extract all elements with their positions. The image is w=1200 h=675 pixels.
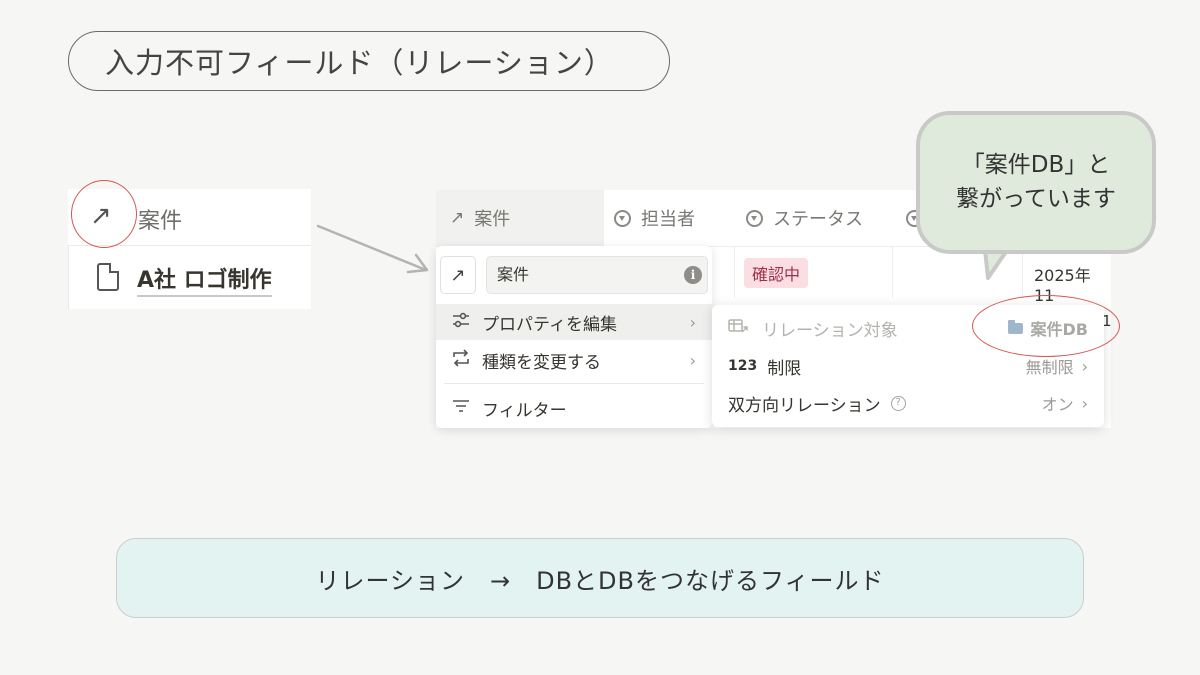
relation-property-snippet: ↗ 案件 A社 ロゴ制作 <box>68 189 311 309</box>
page-link[interactable]: A社 ロゴ制作 <box>137 262 272 297</box>
menu-divider <box>444 383 704 384</box>
chevron-right-icon: › <box>1081 393 1088 413</box>
summary-box: リレーション → DBとDBをつなげるフィールド <box>116 538 1084 618</box>
relation-target-label: リレーション対象 <box>762 320 898 341</box>
highlight-ellipse <box>972 295 1120 357</box>
bidirectional-row[interactable]: 双方向リレーション ? オン › <box>712 385 1104 421</box>
page-icon <box>97 263 119 291</box>
connector-arrow <box>316 224 429 274</box>
menu-item-label: プロパティを編集 <box>482 314 617 335</box>
property-label: 案件 <box>138 209 183 234</box>
cell-divider <box>1022 246 1023 298</box>
column-header-status[interactable]: ステータス <box>734 190 904 246</box>
status-badge[interactable]: 確認中 <box>744 258 809 288</box>
swap-icon <box>448 348 474 372</box>
property-name-input[interactable]: 案件 <box>486 256 708 294</box>
menu-item-change-type[interactable]: 種類を変更する › <box>436 342 712 378</box>
bidirectional-value-text: オン <box>1041 395 1074 414</box>
page-cell[interactable]: A社 ロゴ制作 <box>68 246 311 309</box>
menu-item-edit-property[interactable]: プロパティを編集 › <box>436 304 712 340</box>
column-header-tanto[interactable]: 担当者 <box>604 190 734 246</box>
status-icon <box>746 209 763 227</box>
help-icon[interactable]: ? <box>890 395 906 411</box>
bubble-line-2: 繋がっています <box>956 185 1116 212</box>
filter-icon <box>448 398 474 418</box>
page-title-text: 入力不可フィールド（リレーション） <box>105 46 614 80</box>
sliders-icon <box>448 312 474 333</box>
header-divider <box>436 246 1111 247</box>
menu-item-label: 種類を変更する <box>482 352 601 373</box>
column-header-label: 担当者 <box>641 209 695 230</box>
person-select-icon <box>614 209 631 227</box>
bidirectional-label: 双方向リレーション <box>728 395 881 416</box>
cell-divider <box>892 246 893 298</box>
speech-bubble: 「案件DB」と 繋がっています <box>916 111 1156 254</box>
highlight-circle <box>71 180 137 248</box>
column-header-label: 案件 <box>474 209 511 230</box>
menu-item-filter[interactable]: フィルター <box>436 390 712 426</box>
limit-label: 制限 <box>767 358 802 379</box>
summary-text: リレーション → DBとDBをつなげるフィールド <box>315 566 885 595</box>
cell-divider <box>734 246 735 298</box>
column-header-anken[interactable]: ↗ 案件 <box>436 190 604 246</box>
limit-value: 無制限 › <box>1026 354 1088 378</box>
chevron-right-icon: › <box>689 350 696 370</box>
bidirectional-value: オン › <box>1042 391 1088 415</box>
column-header-label: ステータス <box>773 209 863 230</box>
property-type-button[interactable]: ↗ <box>440 256 476 294</box>
chevron-right-icon: › <box>689 312 696 332</box>
relation-db-icon <box>728 318 752 338</box>
info-icon[interactable]: i <box>684 266 702 284</box>
page-title: 入力不可フィールド（リレーション） <box>68 31 670 91</box>
chevron-right-icon: › <box>1081 356 1088 376</box>
bubble-line-1: 「案件DB」と <box>961 152 1111 179</box>
limit-row[interactable]: 123 制限 無制限 › <box>712 348 1104 384</box>
menu-item-label: フィルター <box>482 400 567 421</box>
limit-value-text: 無制限 <box>1025 358 1074 377</box>
property-name-row: ↗ 案件 i <box>440 256 710 296</box>
number-icon: 123 <box>728 358 758 374</box>
property-menu: ↗ 案件 i プロパティを編集 › 種類を変更する › フィルター <box>436 246 712 428</box>
arrow-relation-icon: ↗ <box>450 264 466 286</box>
arrow-relation-icon: ↗ <box>450 208 465 228</box>
